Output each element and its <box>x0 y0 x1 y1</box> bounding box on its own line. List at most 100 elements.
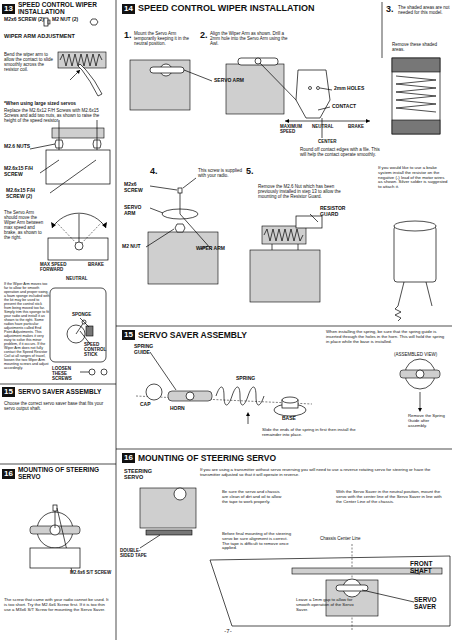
part-label: SPRING GUIDE <box>134 344 168 355</box>
step5-servo-resistor <box>272 244 273 250</box>
step-number: 15 <box>122 330 135 340</box>
resistor-shaded <box>392 58 440 72</box>
part-label: MAXIMUM SPEED <box>280 124 310 134</box>
step2-servo-wiper <box>255 58 261 64</box>
instruction-text: Before final mounting of the steering se… <box>222 532 292 551</box>
part-label: WIPER ARM <box>196 246 226 252</box>
steering-servo-drawing <box>140 488 196 528</box>
part-label: MAX SPEED FORWARD <box>40 262 74 272</box>
assembled-view <box>400 370 440 378</box>
resistor-shaded <box>396 76 436 112</box>
servo-saver-screw-drawing <box>30 505 80 572</box>
screw-icon <box>48 20 50 24</box>
section-heading: WIPER ARM ADJUSTMENT <box>4 33 104 39</box>
section-divider <box>0 464 116 465</box>
step-heading: 13SPEED CONTROL WIPER INSTALLATION <box>2 2 114 16</box>
instruction-text: Mount the Servo Arm temporarily keeping … <box>134 31 196 46</box>
step4-servo <box>146 178 218 284</box>
part-label: RESISTOR GUARD <box>320 206 356 217</box>
instruction-text: When installing the spring, be sure that… <box>326 330 448 344</box>
sub-step-number: 4. <box>150 166 158 176</box>
step-number: 16 <box>2 469 15 479</box>
instruction-text: If you would like to use a brake system … <box>378 166 448 190</box>
step-title: SPEED CONTROL WIPER INSTALLATION <box>138 4 315 13</box>
step-heading: 15SERVO SAVER ASSEMBLY <box>2 387 114 397</box>
step1-servo <box>184 70 212 81</box>
part-label: HORN <box>170 406 192 412</box>
section-divider <box>116 0 117 640</box>
part-label: M2x6 SCREW <box>124 182 150 193</box>
step2-servo-wiper <box>285 119 289 123</box>
step-number: 16 <box>122 453 135 463</box>
motor-drawing <box>394 221 436 321</box>
step4-servo <box>148 232 218 284</box>
sub-step-number: 1. <box>124 30 132 40</box>
loosen-screws-drawing <box>80 369 107 375</box>
loosen-screws-drawing <box>101 369 107 375</box>
step2-servo-wiper <box>238 58 278 65</box>
wiper-arm-drawing <box>58 52 106 96</box>
servo-saver-exploded <box>216 387 264 405</box>
section-divider <box>382 2 383 58</box>
loosen-screws-drawing <box>89 369 95 375</box>
wiper-arm-drawing <box>76 70 80 74</box>
part-label: 2mm HOLES <box>334 86 378 92</box>
page-number: -7- <box>218 628 238 635</box>
part-label: NEUTRAL <box>312 124 342 129</box>
step2-servo-wiper <box>309 87 312 90</box>
chassis-drawing <box>362 590 414 602</box>
part-label: FRONT SHAFT <box>410 560 450 575</box>
part-label: NEUTRAL <box>66 276 96 281</box>
servo-saver-screw-drawing <box>55 511 56 528</box>
transmitter-drawing <box>86 326 93 336</box>
instruction-text: This screw is supplied with your radio. <box>198 168 246 178</box>
servo-saver-exploded <box>146 384 162 400</box>
large-servo-drawing <box>97 120 98 150</box>
part-label: BASE <box>282 416 304 422</box>
step4-servo <box>180 214 212 250</box>
instruction-text: The shaded areas are not needed for this… <box>398 5 450 15</box>
step-title: SERVO SAVER ASSEMBLY <box>138 331 247 340</box>
large-servo-drawing <box>30 144 55 149</box>
instruction-text: Replace the M2.6x12 F/H Screws with M2.6… <box>4 108 112 123</box>
servo-saver-exploded <box>186 392 194 400</box>
part-label: M2 NUT (2) <box>52 17 92 23</box>
assembled-view <box>400 359 440 412</box>
large-servo-drawing <box>50 160 96 193</box>
steering-servo-drawing <box>174 488 186 500</box>
assembled-view <box>420 392 421 410</box>
step1-servo <box>130 60 190 110</box>
transmitter-drawing <box>80 318 89 327</box>
part-label: BRAKE <box>88 262 113 267</box>
step2-servo-wiper <box>317 87 320 90</box>
servo-arm-swing <box>48 213 108 260</box>
part-label: CAP <box>140 402 160 408</box>
instruction-text: If you are using a transmitter without s… <box>200 468 446 478</box>
part-label: SERVO ARM <box>124 205 150 216</box>
step-number: 13 <box>2 4 15 14</box>
servo-arm-swing <box>79 214 80 246</box>
step-heading: 14SPEED CONTROL WIPER INSTALLATION <box>122 4 382 14</box>
chassis-drawing <box>210 544 450 630</box>
step2-servo-wiper <box>366 119 370 123</box>
motor-drawing <box>394 221 436 231</box>
step-title: SERVO SAVER ASSEMBLY <box>18 389 101 396</box>
step2-servo-wiper <box>296 70 330 118</box>
step-title: SPEED CONTROL WIPER INSTALLATION <box>18 2 114 16</box>
part-label: CONTACT <box>332 104 372 110</box>
motor-drawing <box>395 306 401 321</box>
instruction-text: Remove the M2.6 Nut which has been previ… <box>258 184 352 199</box>
servo-saver-exploded <box>282 397 298 403</box>
instruction-text: The screw that came with your radio cann… <box>4 598 112 612</box>
assembled-view <box>418 408 422 412</box>
instruction-text: The Servo Arm should move the Wiper Arm … <box>4 210 44 240</box>
step5-servo-resistor <box>264 229 303 241</box>
step1-servo <box>130 60 212 110</box>
screw-icon <box>90 19 98 25</box>
part-label: (ASSEMBLED VIEW) <box>394 352 450 357</box>
part-label: SERVO SAVER <box>414 596 450 611</box>
step4-servo <box>180 192 181 214</box>
servo-saver-screw-drawing <box>53 505 57 511</box>
step-number: 15 <box>2 387 15 397</box>
